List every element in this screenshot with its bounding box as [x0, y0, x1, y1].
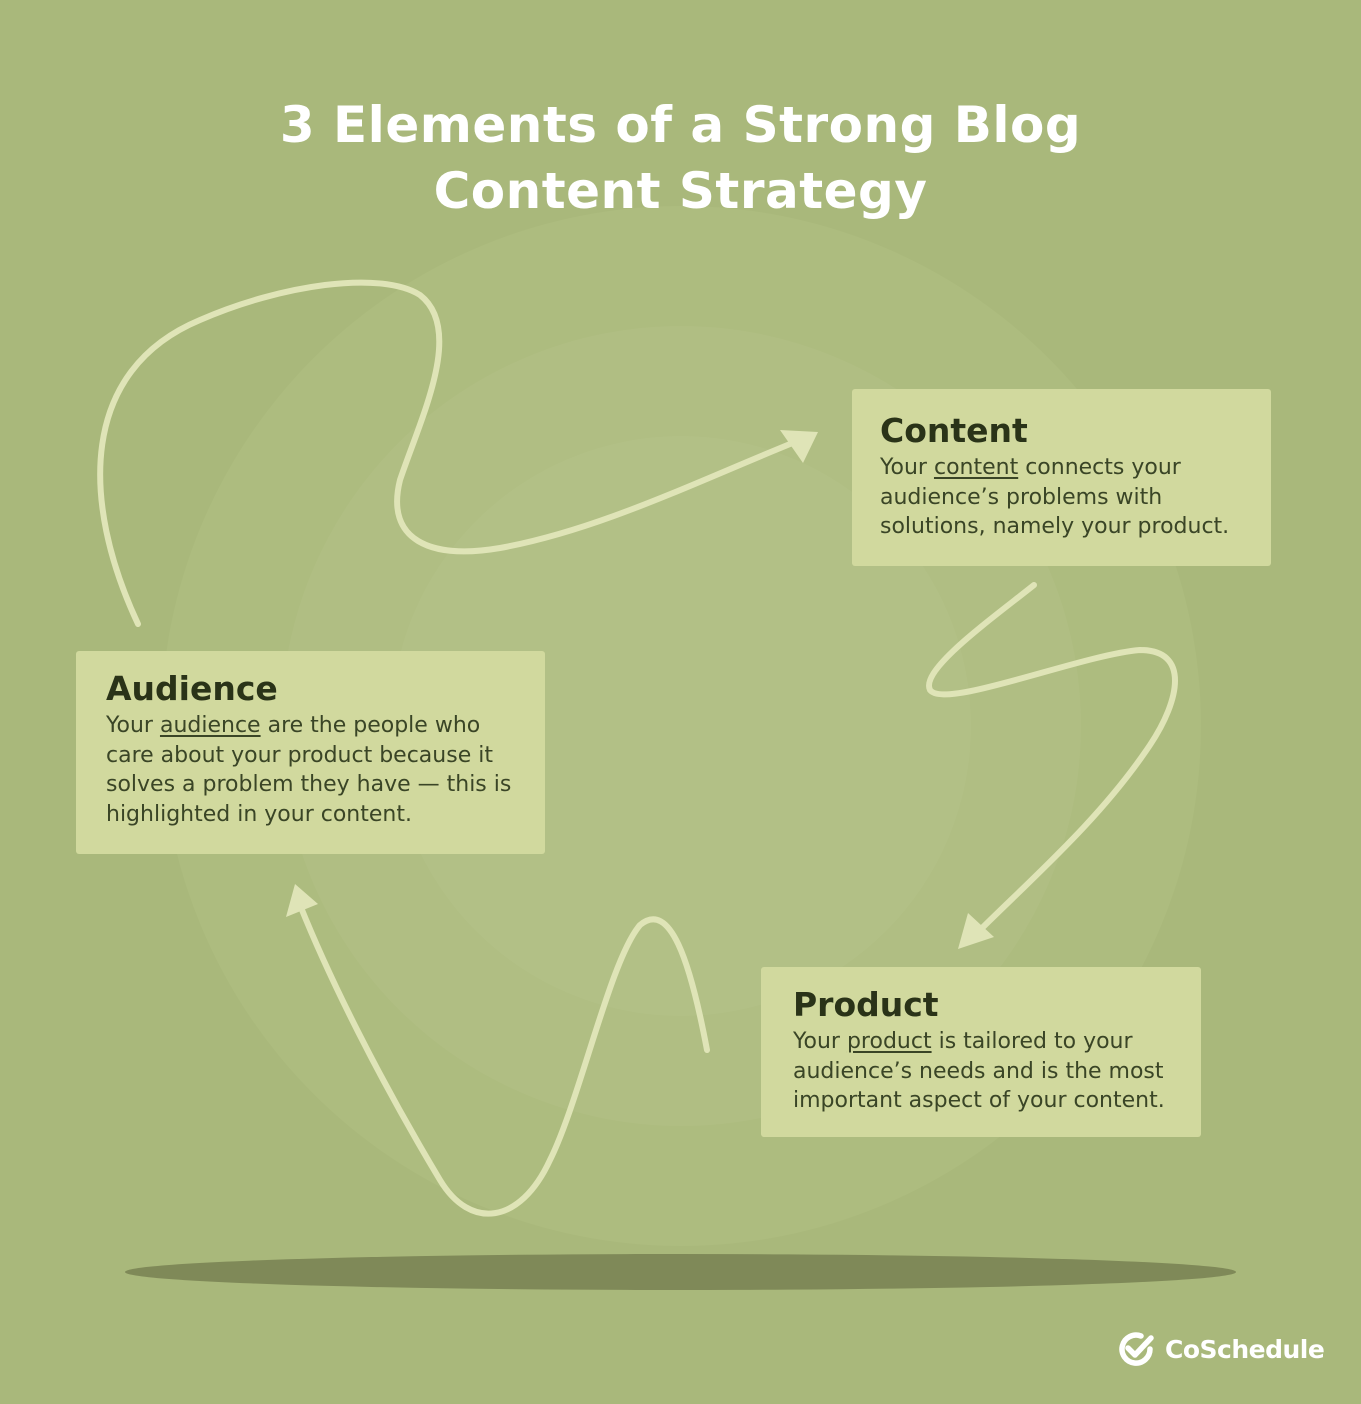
audience-description: Your audience are the people who care ab…	[106, 713, 512, 827]
ground-shadow	[125, 1254, 1236, 1290]
checkmark-icon	[1119, 1332, 1154, 1366]
content-card: Content Your content connects your audie…	[852, 389, 1271, 566]
content-description: Your content connects your audience’s pr…	[880, 455, 1230, 539]
arrowhead-product	[958, 913, 994, 949]
product-keyword: product	[846, 1029, 932, 1054]
arrow-audience-to-content	[97, 279, 803, 627]
product-description: Your product is tailored to your audienc…	[793, 1029, 1165, 1113]
audience-keyword: audience	[159, 713, 261, 738]
arrowhead-audience	[286, 884, 318, 917]
brand-name: CoSchedule	[1165, 1334, 1325, 1364]
audience-heading: Audience	[106, 669, 278, 708]
content-heading: Content	[880, 411, 1028, 450]
brand-logo: CoSchedule	[1117, 1330, 1325, 1368]
product-card: Product Your product is tailored to your…	[761, 967, 1201, 1137]
arrow-product-to-audience	[297, 902, 710, 1217]
title-line-1: 3 Elements of a Strong Blog	[279, 96, 1082, 154]
arrow-content-to-product	[926, 582, 1178, 938]
title-line-2: Content Strategy	[433, 162, 928, 220]
product-heading: Product	[793, 985, 939, 1024]
arrowhead-content	[780, 430, 818, 463]
page-title: 3 Elements of a Strong Blog Content Stra…	[0, 92, 1361, 224]
content-keyword: content	[933, 455, 1019, 480]
audience-card: Audience Your audience are the people wh…	[76, 651, 545, 854]
